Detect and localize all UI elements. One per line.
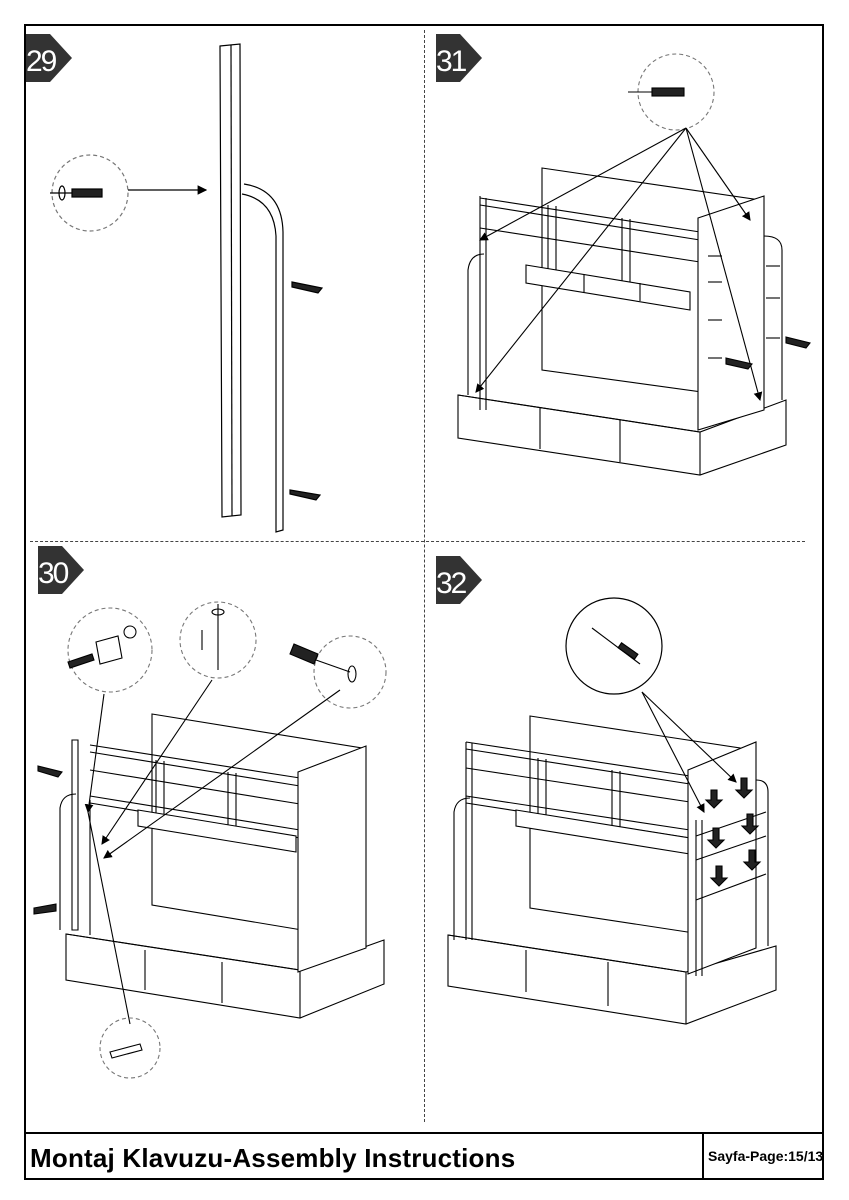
step-29-badge: 29 [26, 34, 72, 82]
step-31-badge: 31 [436, 34, 482, 82]
document-title: Montaj Klavuzu-Assembly Instructions [30, 1143, 516, 1173]
step-32-badge: 32 [436, 556, 482, 604]
step-30-number: 30 [38, 557, 69, 590]
step-31-drawing [457, 53, 811, 476]
vertical-divider [424, 30, 425, 1122]
horizontal-divider [30, 541, 805, 542]
step-32-drawing [447, 597, 777, 1025]
footer-divider [702, 1134, 704, 1180]
step-29-number: 29 [26, 45, 57, 78]
footer-bar: Montaj Klavuzu-Assembly Instructions Say… [24, 1132, 824, 1180]
page-indicator: Sayfa-Page:15/13 [708, 1148, 824, 1164]
step-30-drawing [33, 601, 387, 1079]
step-31-number: 31 [436, 45, 467, 78]
step-29-drawing [50, 43, 324, 533]
step-32-number: 32 [436, 567, 467, 600]
page-frame [24, 24, 824, 1180]
step-30-badge: 30 [38, 546, 84, 594]
